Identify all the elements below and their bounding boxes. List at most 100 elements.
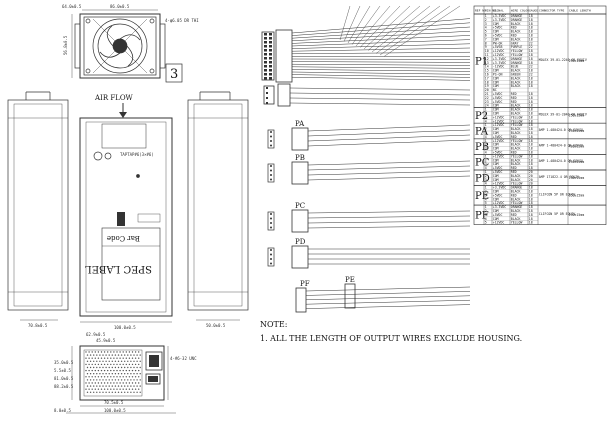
table-cell: +12VDC <box>493 139 505 143</box>
table-cell: 14 <box>485 65 489 69</box>
table-cell: 18 <box>529 166 533 170</box>
table-cell: 3 <box>485 131 487 135</box>
table-cell: +3.3VDC <box>493 205 507 209</box>
table-cell: BLACK <box>511 178 521 182</box>
table-cell: COM <box>493 217 499 221</box>
table-cell: 18 <box>529 193 533 197</box>
table-cell: 18 <box>529 61 533 65</box>
table-length: 250±15mm <box>569 160 584 164</box>
table-cell: +5VDC <box>493 170 503 174</box>
table-cell: BLACK <box>511 69 521 73</box>
right-side-view: 50.0±0.5 <box>187 91 249 328</box>
table-cell: BLACK <box>511 131 521 135</box>
connector-label: PF <box>300 280 310 288</box>
dim-center-width: 100.0±0.5 <box>114 325 136 330</box>
table-cell: BLACK <box>511 112 521 116</box>
table-cell: 11 <box>485 53 489 57</box>
table-cell: 6 <box>485 34 487 38</box>
table-cell: 18 <box>529 37 533 41</box>
table-cell: 22 <box>529 41 533 45</box>
table-cell: 2 <box>485 190 487 194</box>
table-cell: RED <box>511 135 517 139</box>
table-cell: 20 <box>529 174 533 178</box>
table-group-ref: PB <box>475 142 489 153</box>
table-cell: RED <box>511 213 517 217</box>
table-cell: PURPLE <box>511 45 523 49</box>
table-cell: 2 <box>485 18 487 22</box>
table-cell: COM <box>493 147 499 151</box>
table-cell: YELLOW <box>511 53 523 57</box>
cable-harness <box>261 5 471 313</box>
table-header: SIGNAL <box>493 9 504 13</box>
table-cell: COM <box>493 76 499 80</box>
table-cell: ORANGE <box>511 205 523 209</box>
table-cell: 7 <box>485 37 487 41</box>
table-cell: 18 <box>529 154 533 158</box>
table-cell: 18 <box>529 197 533 201</box>
table-cell: 18 <box>529 190 533 194</box>
table-group-ref: PC <box>475 158 490 169</box>
dim-hole-note: 4-φ6.05 DR THI <box>165 18 199 23</box>
table-cell: +12VDC <box>493 53 505 57</box>
airflow-label: AIR FLOW <box>94 94 134 102</box>
table-cell: 3 <box>485 162 487 166</box>
table-cell: 18 <box>529 209 533 213</box>
dim-top-height: 56.8±0.5 <box>63 35 68 55</box>
table-cell: 18 <box>529 127 533 131</box>
table-cell: 22 <box>529 73 533 77</box>
table-cell: COM <box>493 178 499 182</box>
table-cell: 20 <box>529 182 533 186</box>
table-cell: 18 <box>529 80 533 84</box>
table-cell: COM <box>493 69 499 73</box>
table-cell: +5VSB <box>493 45 503 49</box>
table-cell: 18 <box>529 201 533 205</box>
table-cell: BLACK <box>511 162 521 166</box>
table-cell: 2 <box>485 209 487 213</box>
table-cell: 18 <box>529 100 533 104</box>
table-cell: 18 <box>529 147 533 151</box>
table-connector: AMP 171822-4 OR EQUIV <box>539 175 579 179</box>
table-cell: 18 <box>529 53 533 57</box>
table-cell: BLACK <box>511 37 521 41</box>
table-cell: ORANGE <box>511 57 523 61</box>
table-cell: 18 <box>529 217 533 221</box>
table-cell: 3 <box>485 147 487 151</box>
table-cell: PW-OK <box>493 41 503 45</box>
top-view: 86.0±0.5 64.0±0.5 4-φ6.05 DR THI 56.8±0.… <box>62 4 199 83</box>
barcode-label: Bar Code <box>107 234 140 242</box>
rear-view: 62.9±0.5 45.9±0.5 35.0±0.5 5.5±0.5 81.0±… <box>54 332 197 414</box>
table-cell: 4 <box>485 197 487 201</box>
view-badge: 3 <box>170 67 178 82</box>
table-cell: RED <box>511 92 517 96</box>
table-cell: BLACK <box>511 104 521 108</box>
table-group-ref: PD <box>475 173 490 184</box>
table-header: WIRE COLOR <box>511 9 529 13</box>
table-cell: 18 <box>529 213 533 217</box>
table-cell: BLACK <box>511 190 521 194</box>
table-cell: 18 <box>529 22 533 26</box>
table-cell: COM <box>493 174 499 178</box>
table-cell: ORANGE <box>511 18 523 22</box>
table-cell: 22 <box>485 96 489 100</box>
table-cell: BLACK <box>511 84 521 88</box>
table-cell: BLACK <box>511 108 521 112</box>
table-cell: NC <box>493 88 497 92</box>
table-cell: 17 <box>485 76 489 80</box>
table-cell: +12VDC <box>493 119 505 123</box>
table-cell: 2 <box>485 127 487 131</box>
spec-label: SPEC LABEL <box>85 263 152 274</box>
table-cell: RED <box>511 151 517 155</box>
table-cell: +3.3VDC <box>493 186 507 190</box>
table-cell: 1 <box>485 123 487 127</box>
table-cell: GRAY <box>511 41 519 45</box>
table-cell: 18 <box>529 123 533 127</box>
table-cell: BLACK <box>511 127 521 131</box>
table-cell: 8 <box>485 41 487 45</box>
table-cell: 3 <box>485 193 487 197</box>
dim-rear-corner: 8.0±0.5 <box>54 408 71 413</box>
table-cell: -12VDC <box>493 65 505 69</box>
table-cell: +5VDC <box>493 166 503 170</box>
table-cell: 22 <box>529 65 533 69</box>
table-connector: AMP 1-480424-0 OR EQUIV <box>539 159 583 163</box>
